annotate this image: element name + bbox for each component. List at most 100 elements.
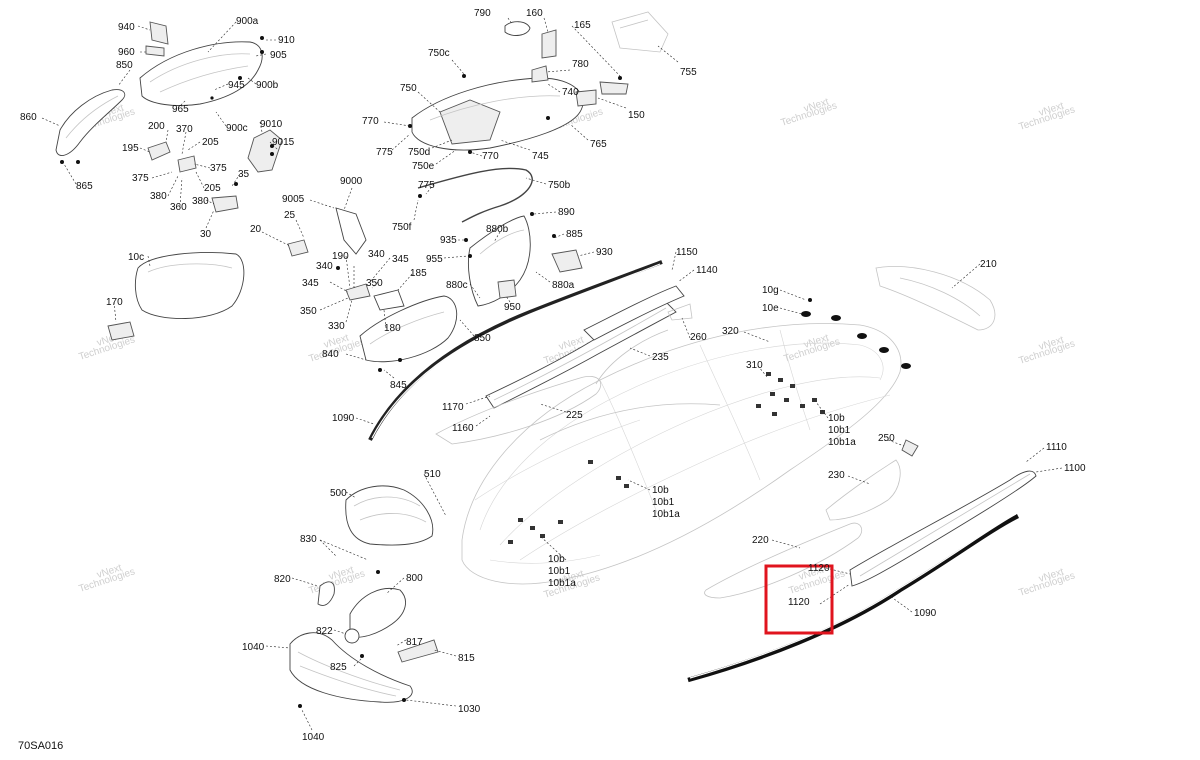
fasteners-right xyxy=(508,266,996,544)
callout-320: 320 xyxy=(722,326,739,337)
callout-10b1a-b: 10b1a xyxy=(652,509,680,520)
callout-180: 180 xyxy=(384,323,401,334)
callout-10b1-a: 10b1 xyxy=(828,425,851,436)
callout-770a: 770 xyxy=(362,116,379,127)
callout-750c: 750c xyxy=(428,48,450,59)
callout-880c: 880c xyxy=(446,280,468,291)
callout-950: 950 xyxy=(504,302,521,313)
callout-1120-b: 1120 xyxy=(788,597,810,608)
callout-865: 865 xyxy=(76,181,93,192)
callout-960: 960 xyxy=(118,47,135,58)
callout-940: 940 xyxy=(118,22,135,33)
callout-185: 185 xyxy=(410,268,427,279)
callout-850: 850 xyxy=(116,60,133,71)
callout-250: 250 xyxy=(878,433,895,444)
callout-205b: 205 xyxy=(204,183,221,194)
callout-9015: 9015 xyxy=(272,137,295,148)
callout-900c: 900c xyxy=(226,123,248,134)
callout-1150: 1150 xyxy=(676,247,698,258)
callout-340a: 340 xyxy=(368,249,385,260)
callout-10c: 10c xyxy=(128,252,144,263)
callout-910: 910 xyxy=(278,35,295,46)
callout-850b: 850 xyxy=(474,333,491,344)
callout-955: 955 xyxy=(426,254,443,265)
callout-825: 825 xyxy=(330,662,347,673)
callout-860: 860 xyxy=(20,112,37,123)
callout-9005: 9005 xyxy=(282,194,305,205)
callout-10e: 10e xyxy=(762,303,779,314)
callout-380b: 380 xyxy=(192,196,209,207)
callout-360: 360 xyxy=(170,202,187,213)
callout-820: 820 xyxy=(274,574,291,585)
callout-10b-a: 10b xyxy=(828,413,845,424)
callout-1040a: 1040 xyxy=(242,642,265,653)
callout-817: 817 xyxy=(406,637,423,648)
callout-750b: 750b xyxy=(548,180,571,191)
callout-10b-c: 10b xyxy=(548,554,565,565)
callout-340b: 340 xyxy=(316,261,333,272)
callout-745: 745 xyxy=(532,151,549,162)
callout-35: 35 xyxy=(238,169,250,180)
callout-330: 330 xyxy=(328,321,345,332)
callout-25: 25 xyxy=(284,210,296,221)
callout-765: 765 xyxy=(590,139,607,150)
callout-350a: 350 xyxy=(366,278,383,289)
front-nose-assembly xyxy=(289,485,439,708)
callout-1120-a: 1120 xyxy=(808,563,830,574)
callout-900a: 900a xyxy=(236,16,259,27)
rear-right-parts xyxy=(687,439,1037,683)
callout-880a: 880a xyxy=(552,280,575,291)
callout-1110: 1110 xyxy=(1046,442,1067,453)
callout-935: 935 xyxy=(440,235,457,246)
callout-350b: 350 xyxy=(300,306,317,317)
highlight-box xyxy=(764,564,834,635)
callout-1160: 1160 xyxy=(452,423,474,434)
callout-190: 190 xyxy=(332,251,349,262)
center-console xyxy=(464,212,583,307)
callout-170: 170 xyxy=(106,297,123,308)
callout-500: 500 xyxy=(330,488,347,499)
callout-labels: 940 900a 910 960 905 850 945 900b 965 86… xyxy=(20,8,1086,743)
callout-310: 310 xyxy=(746,360,763,371)
callout-880b: 880b xyxy=(486,224,509,235)
callout-775b: 775 xyxy=(418,180,435,191)
callout-755: 755 xyxy=(680,67,697,78)
deck-storage-assembly xyxy=(408,11,669,223)
callout-10b1-c: 10b1 xyxy=(548,566,571,577)
callout-1040b: 1040 xyxy=(302,732,325,743)
callout-10b1-b: 10b1 xyxy=(652,497,675,508)
hull-ghost-outline xyxy=(461,323,902,585)
callout-815: 815 xyxy=(458,653,475,664)
callout-1100: 1100 xyxy=(1064,463,1086,474)
callout-930: 930 xyxy=(596,247,613,258)
callout-1170: 1170 xyxy=(442,402,464,413)
callout-220: 220 xyxy=(752,535,769,546)
callout-260: 260 xyxy=(690,332,707,343)
callout-370: 370 xyxy=(176,124,193,135)
callout-380a: 380 xyxy=(150,191,167,202)
callout-890: 890 xyxy=(558,207,575,218)
callout-10b1a-a: 10b1a xyxy=(828,437,856,448)
callout-30: 30 xyxy=(200,229,212,240)
callout-905: 905 xyxy=(270,50,287,61)
hood-assembly xyxy=(55,21,283,213)
callout-750d: 750d xyxy=(408,147,430,158)
callout-965: 965 xyxy=(172,104,189,115)
callout-150: 150 xyxy=(628,110,645,121)
callout-165: 165 xyxy=(574,20,591,31)
callout-840: 840 xyxy=(322,349,339,360)
callout-750: 750 xyxy=(400,83,417,94)
callout-775a: 775 xyxy=(376,147,393,158)
callout-740: 740 xyxy=(562,87,579,98)
leader-lines xyxy=(41,17,1063,731)
callout-510: 510 xyxy=(424,469,441,480)
side-panels xyxy=(107,207,458,372)
callout-900b: 900b xyxy=(256,80,279,91)
callout-345a: 345 xyxy=(392,254,409,265)
callout-9000: 9000 xyxy=(340,176,363,187)
callout-375b: 375 xyxy=(132,173,149,184)
callout-345b: 345 xyxy=(302,278,319,289)
callout-1140: 1140 xyxy=(696,265,718,276)
callout-10b-b: 10b xyxy=(652,485,669,496)
callout-1090b: 1090 xyxy=(914,608,937,619)
